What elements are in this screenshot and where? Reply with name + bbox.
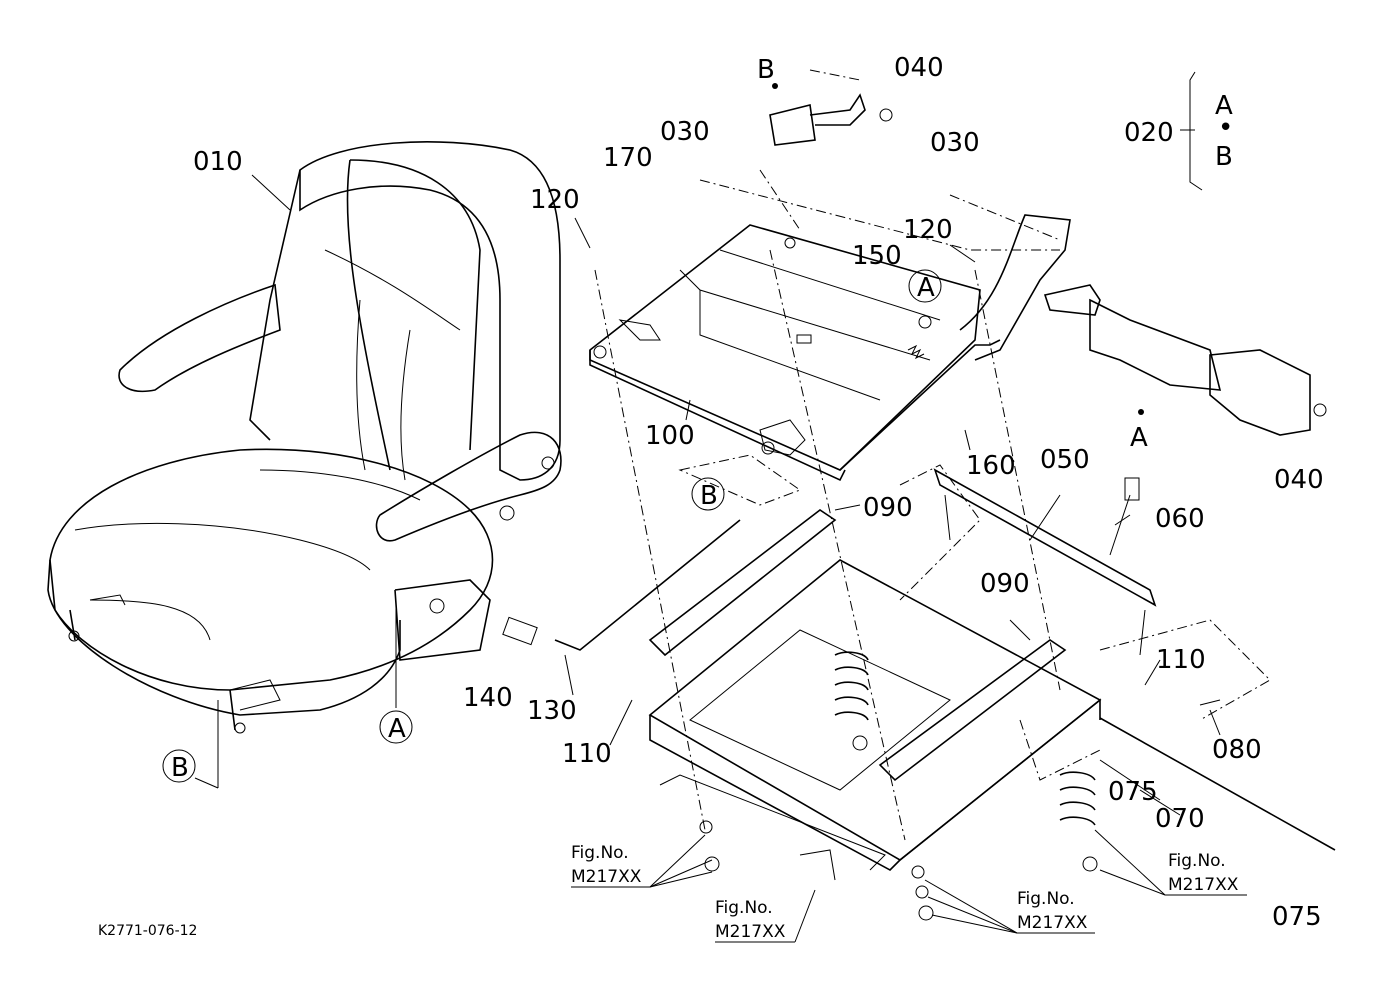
fig-ref-label-1: Fig.No. <box>571 843 629 863</box>
lower-frame-drawing <box>502 468 1336 921</box>
marker-b-circle-2 <box>691 477 725 511</box>
marker-a-text-1: A <box>388 714 406 744</box>
marker-a-dot <box>1138 409 1144 415</box>
part-label-030a: 030 <box>660 117 710 147</box>
part-label-120a: 120 <box>530 185 580 215</box>
part-label-040a: 040 <box>894 53 944 83</box>
marker-b-plain: B <box>757 55 775 85</box>
part-label-140: 140 <box>463 683 513 713</box>
fig-ref-label-3: Fig.No. <box>1017 889 1075 909</box>
group-marker-dot: • <box>1218 113 1233 143</box>
alignment-lines <box>594 69 1271 841</box>
part-label-030b: 030 <box>930 128 980 158</box>
fig-ref-number-1: M217XX <box>571 867 642 887</box>
fig-ref-label-4: Fig.No. <box>1168 851 1226 871</box>
number-leaders <box>564 71 1221 816</box>
part-label-010: 010 <box>193 147 243 177</box>
marker-b-dot <box>772 83 778 89</box>
part-label-075a: 075 <box>1108 777 1158 807</box>
part-label-170: 170 <box>603 143 653 173</box>
seat-leaders <box>194 174 397 789</box>
part-label-150: 150 <box>852 241 902 271</box>
fig-ref-number-4: M217XX <box>1168 875 1239 895</box>
seatbelt-drawing <box>769 93 1327 436</box>
part-label-060: 060 <box>1155 504 1205 534</box>
fig-ref-label-2: Fig.No. <box>715 898 773 918</box>
part-label-130: 130 <box>527 696 577 726</box>
marker-a-circle-1 <box>379 710 413 744</box>
part-label-050: 050 <box>1040 445 1090 475</box>
fig-ref-number-2: M217XX <box>715 922 786 942</box>
marker-b-circle-1 <box>162 749 196 783</box>
part-label-160: 160 <box>966 451 1016 481</box>
marker-b-text-1: B <box>171 753 189 783</box>
marker-a-plain: A <box>1130 423 1148 453</box>
part-label-040b: 040 <box>1274 465 1324 495</box>
part-label-100: 100 <box>645 421 695 451</box>
group-marker-b: B <box>1215 142 1233 172</box>
part-label-075b: 075 <box>1272 902 1322 932</box>
part-label-120b: 120 <box>903 215 953 245</box>
part-label-070: 070 <box>1155 804 1205 834</box>
seat-drawing <box>47 141 562 734</box>
part-label-110a: 110 <box>562 739 612 769</box>
diagram-code: K2771-076-12 <box>98 923 197 939</box>
group-marker-a: A <box>1215 91 1233 121</box>
marker-a-text-2: A <box>917 273 935 303</box>
upper-bracket-drawing <box>589 214 1071 482</box>
part-label-090b: 090 <box>980 569 1030 599</box>
part-label-110b: 110 <box>1156 645 1206 675</box>
part-label-080: 080 <box>1212 735 1262 765</box>
fig-ref-number-3: M217XX <box>1017 913 1088 933</box>
part-label-090a: 090 <box>863 493 913 523</box>
part-label-020: 020 <box>1124 118 1174 148</box>
marker-b-text-2: B <box>700 481 718 511</box>
marker-a-circle-2 <box>908 269 942 303</box>
